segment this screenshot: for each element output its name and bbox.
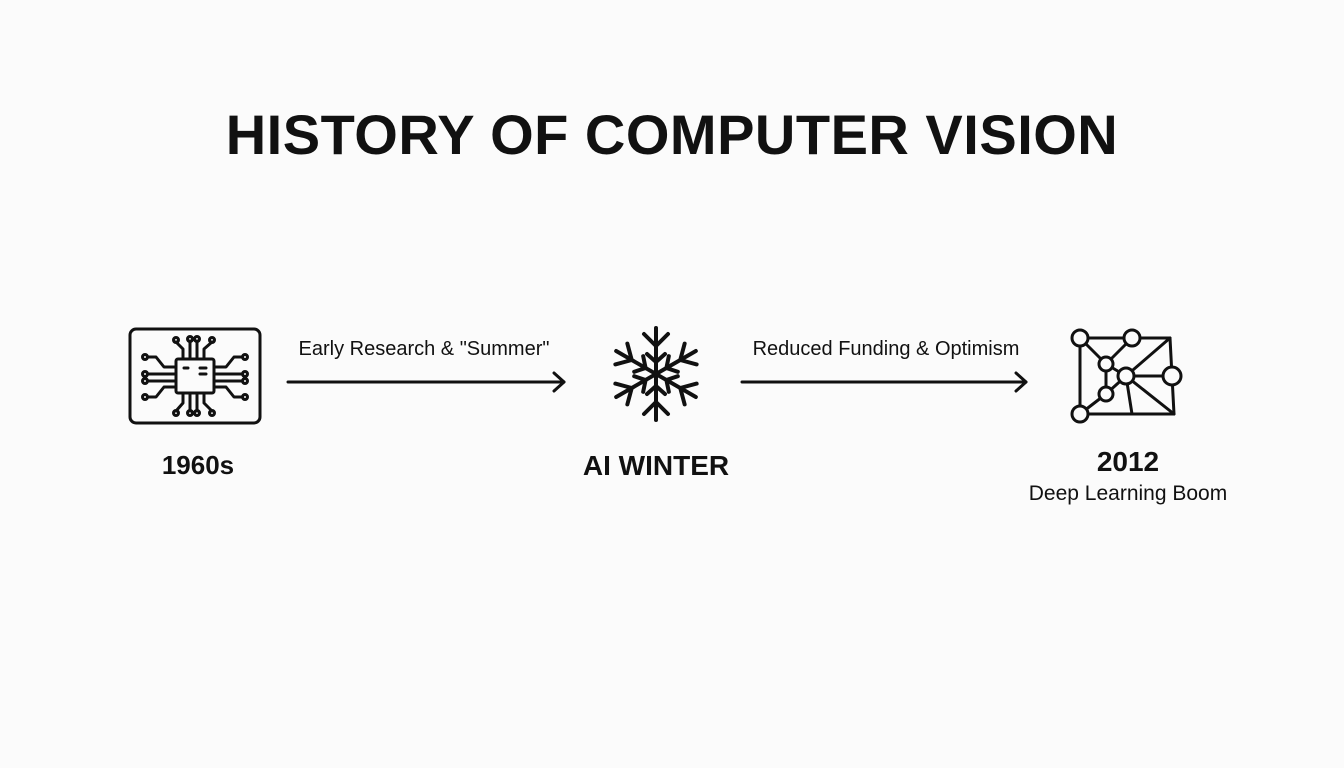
diagram-title: HISTORY OF COMPUTER VISION [225,103,1119,166]
edge-label-reduced-funding: Reduced Funding & Optimism [752,338,1020,360]
arrow-2 [740,371,1028,393]
circuit-chip-icon [128,327,262,425]
neural-network-icon [1066,326,1186,426]
snowflake-icon [608,324,704,424]
arrow-1 [286,371,566,393]
edge-label-early-research: Early Research & "Summer" [298,338,550,360]
node-label-ai-winter: AI WINTER [582,450,730,481]
node-sublabel-deep-learning-boom: Deep Learning Boom [1028,482,1228,505]
node-label-2012: 2012 [1096,446,1160,477]
node-label-1960s: 1960s [161,450,235,480]
